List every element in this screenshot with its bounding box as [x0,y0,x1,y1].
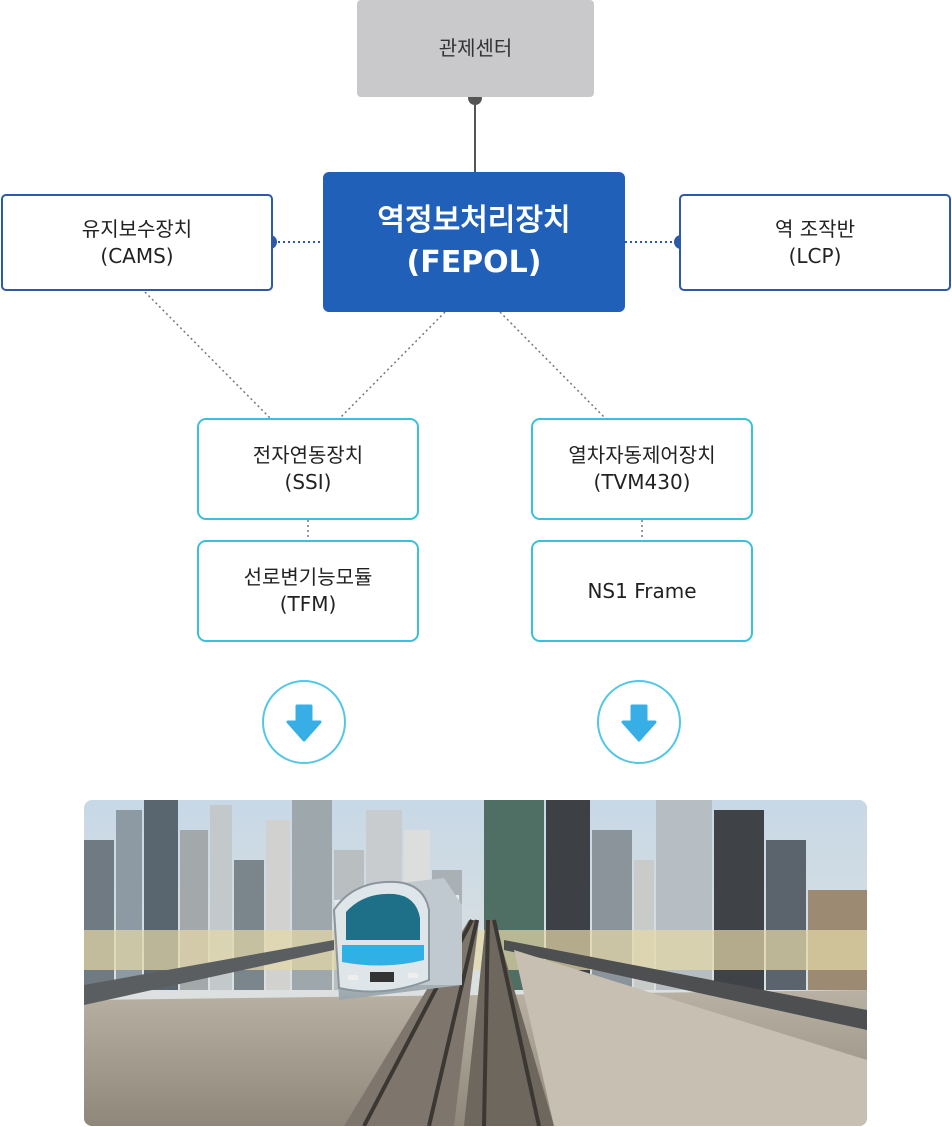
tvm-name: 열차자동제어장치 [568,443,716,467]
tfm-box: 선로변기능모듈 (TFM) [197,540,419,642]
ns1-box: NS1 Frame [531,540,753,642]
metro-train-photo [84,800,867,1126]
lcp-name: 역 조작반 [775,216,855,241]
fepol-to-tvm-line [499,311,606,419]
fepol-name: 역정보처리장치 [377,203,571,238]
cams-code: (CAMS) [100,243,174,268]
lcp-box: 역 조작반 (LCP) [679,194,951,291]
tfm-name: 선로변기능모듈 [243,565,373,589]
fepol-code: (FEPOL) [406,245,542,280]
cams-name: 유지보수장치 [81,216,193,241]
control-center-label: 관제센터 [438,36,513,60]
control-center-box: 관제센터 [357,0,594,97]
tvm-box: 열차자동제어장치 (TVM430) [531,418,753,520]
ssi-name: 전자연동장치 [252,443,364,467]
ns1-label: NS1 Frame [587,578,697,603]
tvm-code: (TVM430) [593,470,691,494]
ssi-box: 전자연동장치 (SSI) [197,418,419,520]
ssi-code: (SSI) [284,470,332,494]
cams-box: 유지보수장치 (CAMS) [1,194,273,291]
down-arrow-icon [262,680,346,764]
tfm-code: (TFM) [279,592,337,616]
lcp-code: (LCP) [788,243,842,268]
fepol-box: 역정보처리장치 (FEPOL) [323,172,625,312]
cams-to-ssi-line [144,291,271,419]
fepol-to-ssi-line [339,311,446,419]
down-arrow-icon [597,680,681,764]
